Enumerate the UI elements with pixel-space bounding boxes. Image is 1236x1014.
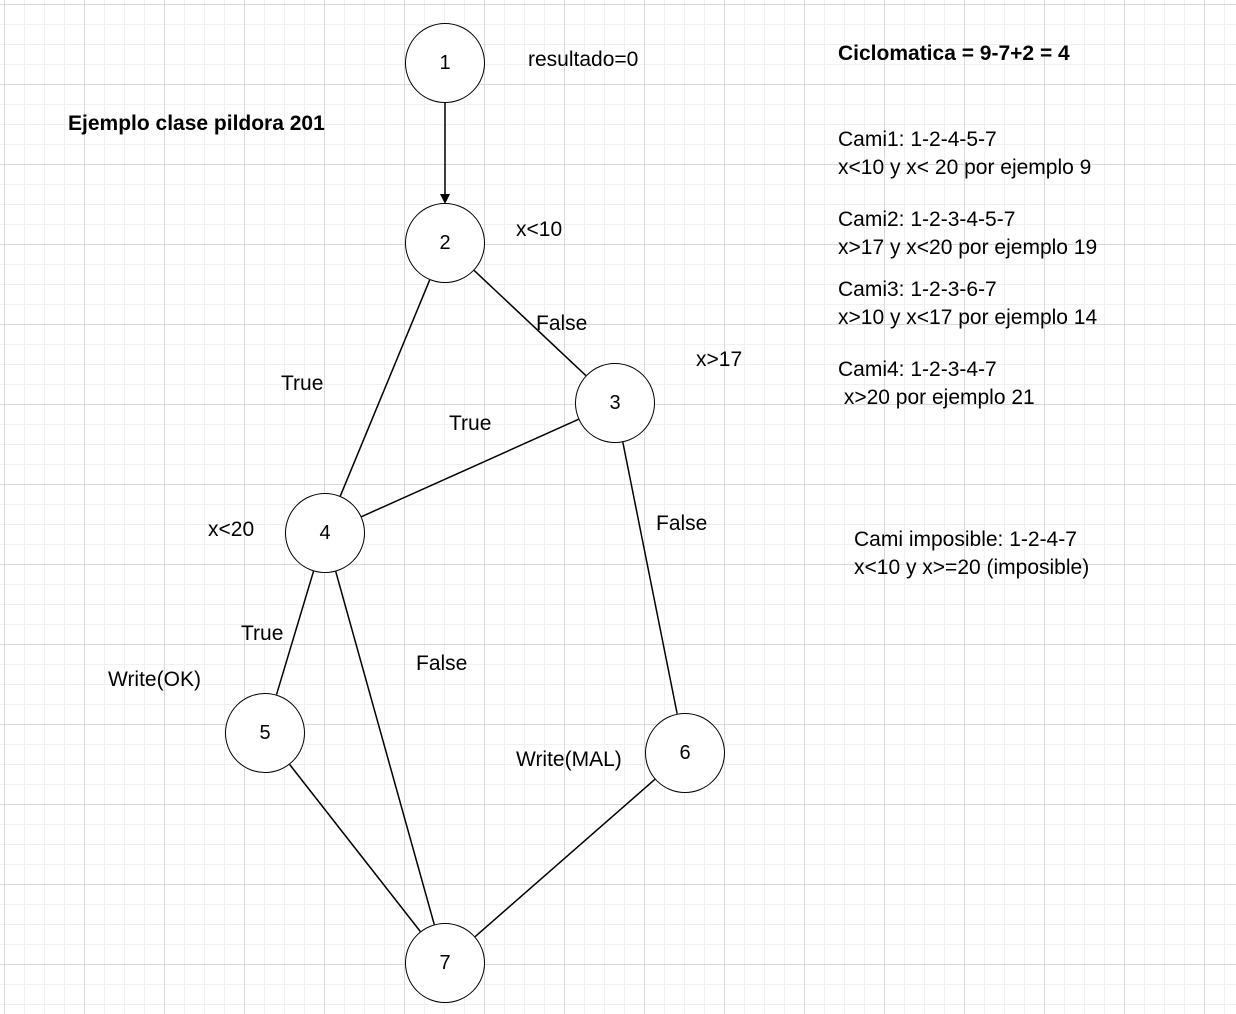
node-5: 5 (225, 693, 305, 773)
edge-2-4 (339, 279, 431, 497)
node-4-condition: x<20 (208, 518, 255, 541)
node-5-note: Write(OK) (108, 668, 201, 691)
node-3: 3 (575, 363, 655, 443)
edge-6-7 (474, 778, 656, 938)
edge-4-7 (335, 571, 435, 925)
path-cami3: Cami3: 1-2-3-6-7 x>10 y x<17 por ejemplo… (838, 278, 1098, 329)
node-7: 7 (405, 923, 485, 1003)
edge-label-2-3: False (536, 312, 588, 335)
node-1: 1 (405, 23, 485, 103)
impossible-path: Cami imposible: 1-2-4-7 x<10 y x>=20 (im… (854, 528, 1090, 579)
edge-2-3 (473, 269, 587, 377)
edge-label-3-6: False (656, 512, 708, 535)
node-2: 2 (405, 203, 485, 283)
cyclomatic-complexity: Ciclomatica = 9-7+2 = 4 (838, 42, 1070, 65)
edge-4-5 (275, 571, 315, 695)
edge-label-2-4: True (281, 372, 324, 395)
edge-5-7 (289, 764, 421, 932)
edge-3-6 (622, 442, 678, 714)
node-3-condition: x>17 (696, 348, 743, 371)
node-6-note: Write(MAL) (516, 748, 622, 771)
path-cami1: Cami1: 1-2-4-5-7 x<10 y x< 20 por ejempl… (838, 128, 1092, 179)
diagram-title: Ejemplo clase pildora 201 (68, 112, 325, 135)
node-1-note: resultado=0 (528, 48, 639, 71)
edge-label-4-5: True (241, 622, 284, 645)
edge-label-4-7: False (416, 652, 468, 675)
edge-3-4 (361, 418, 579, 518)
path-cami4: Cami4: 1-2-3-4-7 x>20 por ejemplo 21 (838, 358, 1035, 409)
node-4: 4 (285, 493, 365, 573)
node-6: 6 (645, 713, 725, 793)
path-cami2: Cami2: 1-2-3-4-5-7 x>17 y x<20 por ejemp… (838, 208, 1098, 259)
node-2-condition: x<10 (516, 218, 563, 241)
edge-label-3-4: True (449, 412, 492, 435)
